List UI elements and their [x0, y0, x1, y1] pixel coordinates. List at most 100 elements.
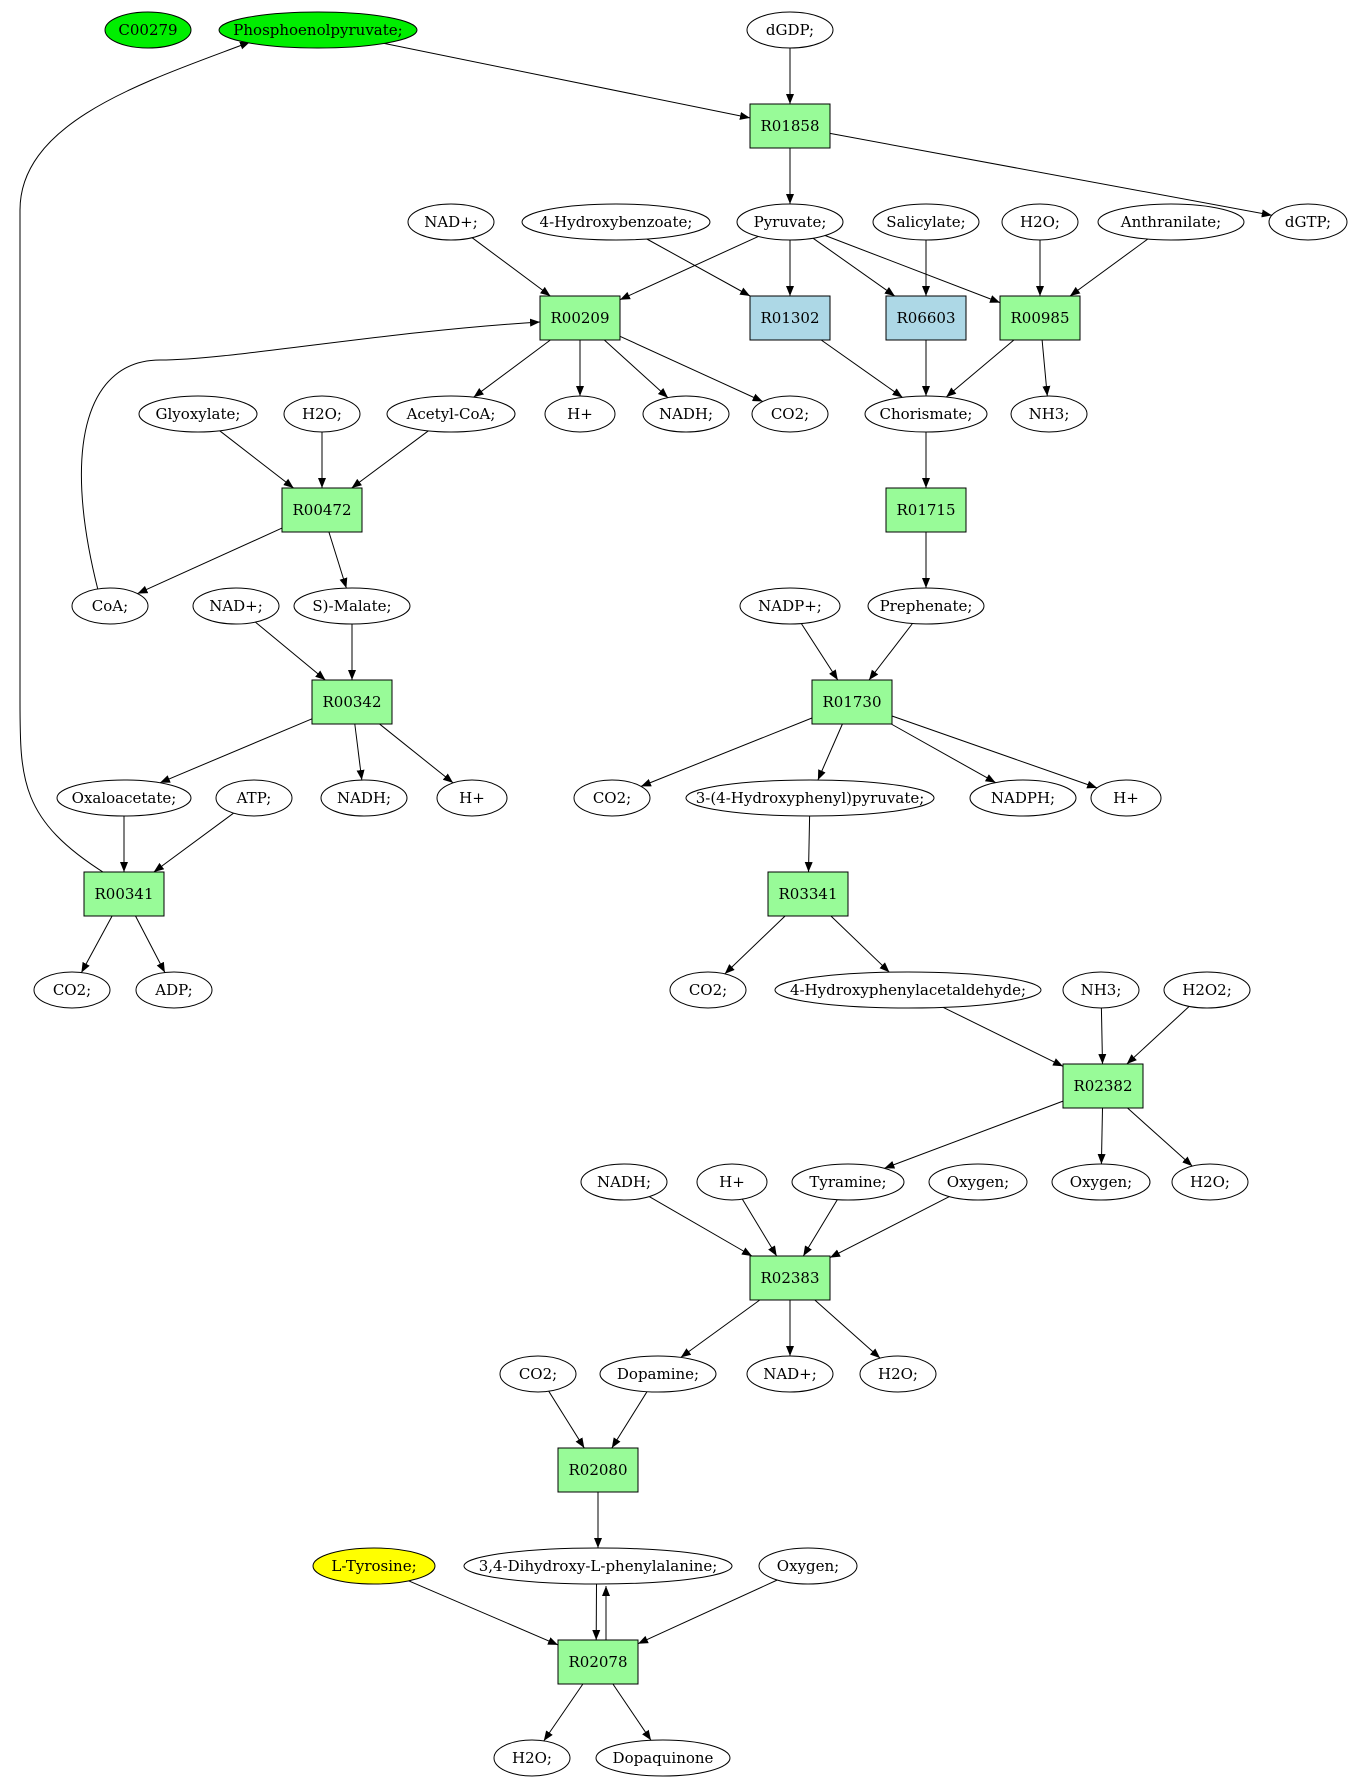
compound-node-co2c: CO2; [33, 971, 111, 1009]
reaction-node-R00985: R00985 [999, 295, 1081, 341]
compound-node-ldopa: 3,4-Dihydroxy-L-phenylalanine; [463, 1547, 733, 1585]
compound-ellipse [407, 203, 495, 241]
reaction-box [767, 871, 849, 917]
node-label: S)-Malate; [312, 597, 391, 615]
compound-ellipse [872, 203, 980, 241]
reaction-box [999, 295, 1081, 341]
edge-R03341-to-co2d [724, 915, 786, 975]
compound-ellipse [1001, 203, 1079, 241]
compound-ellipse [1163, 971, 1251, 1009]
node-label: CO2; [771, 405, 809, 423]
edge-R01730-to-hpp [817, 723, 843, 781]
compound-node-adp: ADP; [135, 971, 213, 1009]
edge-R02383-to-dopa [680, 1299, 761, 1358]
node-label: R00341 [94, 885, 153, 903]
compound-ellipse [1171, 1163, 1249, 1201]
compound-node-smal: S)-Malate; [293, 587, 411, 625]
compound-ellipse [71, 587, 149, 625]
reaction-node-R02078: R02078 [557, 1639, 639, 1685]
compound-node-pep: Phosphoenolpyruvate; [218, 11, 418, 49]
node-label: NAD+; [424, 213, 478, 231]
compound-node-preph: Prephenate; [867, 587, 985, 625]
compound-ellipse [521, 203, 711, 241]
node-label: Chorismate; [880, 405, 973, 423]
edge-R00342-to-oxa [159, 718, 313, 784]
edge-R00209-to-co2a [619, 335, 763, 402]
node-label: R01302 [760, 309, 819, 327]
edge-glyox-to-R00472 [219, 430, 294, 489]
compound-ellipse [1097, 203, 1245, 241]
node-label: NADH; [337, 789, 391, 807]
edge-R01730-to-hp3 [891, 715, 1098, 789]
node-label: Glyoxylate; [156, 405, 241, 423]
node-label: R00985 [1010, 309, 1069, 327]
reaction-node-R02383: R02383 [749, 1255, 831, 1301]
reaction-box [885, 487, 967, 533]
compound-ellipse [751, 395, 829, 433]
edge-R02382-to-oxy2 [1097, 1107, 1106, 1165]
compound-ellipse [758, 1547, 858, 1585]
compound-node-atp: ATP; [215, 779, 293, 817]
edge-R02382-to-tyra [884, 1100, 1064, 1169]
node-label: CoA; [92, 597, 128, 615]
compound-ellipse [544, 395, 616, 433]
edge-R00472-to-smal [328, 531, 348, 589]
reaction-node-R01858: R01858 [749, 103, 831, 149]
node-label: Acetyl-CoA; [406, 405, 496, 423]
edge-R02383-to-h2o4 [814, 1299, 881, 1359]
edge-tyra-to-R02383 [802, 1199, 838, 1257]
node-label: R02383 [760, 1269, 819, 1287]
edge-co2e-to-R02080 [548, 1391, 585, 1449]
edge-pep-to-R01858 [383, 42, 751, 120]
compound-ellipse [595, 1739, 731, 1777]
compound-node-nh3a: NH3; [1010, 395, 1088, 433]
compound-node-oxy3: Oxygen; [758, 1547, 858, 1585]
compound-ellipse [192, 587, 280, 625]
node-label: H2O2; [1182, 981, 1232, 999]
reaction-box [749, 103, 831, 149]
node-label: R02078 [568, 1653, 627, 1671]
compound-ellipse [867, 587, 985, 625]
reaction-node-R00342: R00342 [311, 679, 393, 725]
edge-R02078-to-h2o5 [543, 1683, 584, 1742]
node-label: ADP; [154, 981, 192, 999]
node-label: H+ [459, 789, 485, 807]
edge-R00341-to-adp [135, 915, 166, 973]
compound-node-co2e: CO2; [499, 1355, 577, 1393]
edge-layer [19, 41, 1272, 1742]
node-label: Oxygen; [777, 1557, 839, 1575]
compound-node-h2o2: H2O; [283, 395, 361, 433]
edge-preph-to-R01730 [868, 623, 913, 681]
node-label: dGDP; [766, 21, 814, 39]
node-label: R02080 [568, 1461, 627, 1479]
node-label: H+ [567, 405, 593, 423]
edge-nad2-to-R00342 [255, 621, 326, 681]
edge-R00341-to-pep [19, 41, 251, 875]
compound-node-h2o3: H2O; [1171, 1163, 1249, 1201]
edge-dopa-to-R02080 [611, 1391, 648, 1449]
compound-node-oxy1: Oxygen; [928, 1163, 1028, 1201]
edge-nadh3-to-R02383 [648, 1196, 753, 1257]
reaction-node-R01715: R01715 [885, 487, 967, 533]
edge-R01730-to-nadph [890, 723, 996, 784]
edge-R02382-to-h2o3 [1127, 1107, 1193, 1167]
node-label: H2O; [1020, 213, 1060, 231]
node-label: Dopaquinone [613, 1749, 714, 1767]
edge-hba-to-R01302 [646, 238, 751, 297]
node-label: H2O; [512, 1749, 552, 1767]
node-label: H2O; [878, 1365, 918, 1383]
edge-R00472-to-coa [137, 527, 283, 595]
node-label: Tyramine; [809, 1173, 886, 1191]
edge-hp4-to-R02383 [741, 1198, 778, 1257]
compound-node-anth: Anthranilate; [1097, 203, 1245, 241]
compound-node-ltyr: L-Tyrosine; [312, 1547, 436, 1585]
compound-node-hba: 4-Hydroxybenzoate; [521, 203, 711, 241]
node-label: NH3; [1081, 981, 1122, 999]
compound-ellipse [685, 779, 935, 817]
edge-oxy1-to-R02383 [829, 1196, 950, 1259]
reaction-box [311, 679, 393, 725]
node-label: NAD+; [763, 1365, 817, 1383]
compound-node-nadh2: NADH; [320, 779, 408, 817]
edge-R01858-to-dgtp [829, 132, 1272, 218]
